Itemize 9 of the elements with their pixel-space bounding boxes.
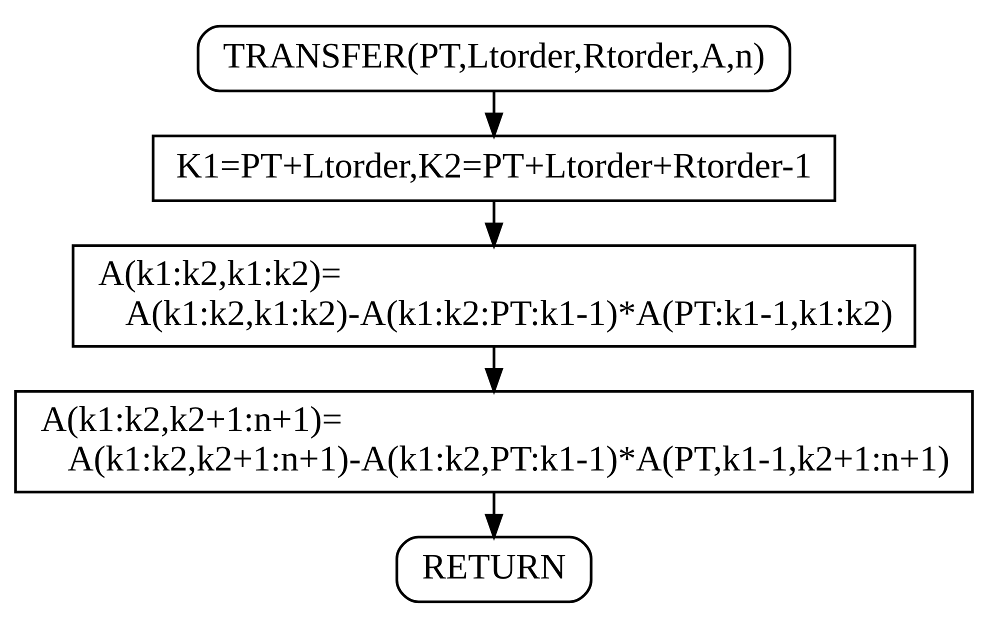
- arrow: [484, 200, 504, 250]
- arrow: [484, 492, 504, 540]
- arrow: [484, 90, 504, 140]
- node-box: A(k1:k2,k2+1:n+1)= A(k1:k2,k2+1:n+1)-A(k1:k2,PT:k1-1)*A(PT,k1-1,k2+1:n+1): [14, 390, 974, 493]
- arrow: [484, 346, 504, 394]
- node-box: RETURN: [396, 535, 592, 603]
- node-box: A(k1:k2,k1:k2)= A(k1:k2,k1:k2)-A(k1:k2:PT:k1-1)*A(PT:k1-1,k1:k2): [72, 244, 916, 348]
- node-box: TRANSFER(PT,Ltorder,Rtorder,A,n): [196, 24, 792, 92]
- node-box: K1=PT+Ltorder,K2=PT+Ltorder+Rtorder-1: [152, 134, 836, 202]
